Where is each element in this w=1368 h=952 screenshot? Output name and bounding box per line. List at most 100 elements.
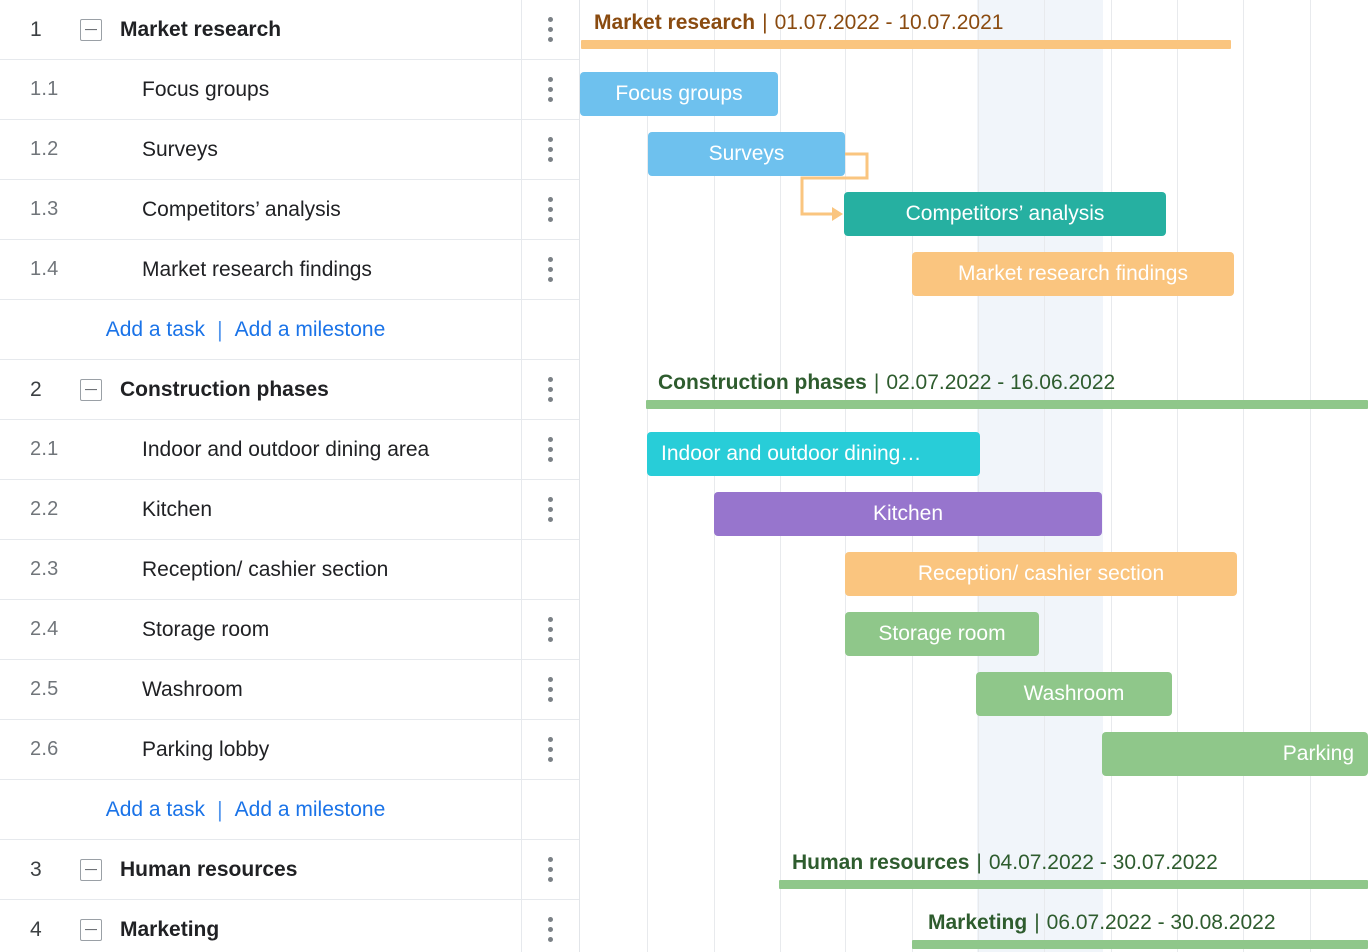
row-task-name: Market research findings xyxy=(142,257,372,281)
summary-lane: Market research|01.07.2022 - 10.07.2021 xyxy=(580,0,1368,60)
row-menu-button[interactable] xyxy=(521,120,579,179)
collapse-minus-icon[interactable] xyxy=(80,858,102,881)
summary-caption: Market research|01.07.2022 - 10.07.2021 xyxy=(594,12,1003,33)
add-task-link[interactable]: Add a task xyxy=(105,797,205,821)
add-links-separator: | xyxy=(216,316,223,342)
collapse-toggle-cell[interactable] xyxy=(80,858,120,881)
task-bar[interactable]: Focus groups xyxy=(580,72,778,116)
more-vertical-icon[interactable] xyxy=(548,857,553,882)
row-menu-button[interactable] xyxy=(521,900,579,952)
collapse-toggle-cell[interactable] xyxy=(80,18,120,41)
row-menu-button[interactable] xyxy=(521,180,579,239)
row-wbs-number: 2 xyxy=(30,377,42,401)
task-bar[interactable]: Kitchen xyxy=(714,492,1102,536)
task-bar[interactable]: Indoor and outdoor dining… xyxy=(647,432,980,476)
more-vertical-icon[interactable] xyxy=(548,77,553,102)
row-menu-button[interactable] xyxy=(521,240,579,299)
task-bar-label: Competitors’ analysis xyxy=(905,202,1105,225)
row-menu-button[interactable] xyxy=(521,360,579,419)
row-task-name: Focus groups xyxy=(142,77,270,101)
task-bar-label: Kitchen xyxy=(872,502,944,525)
task-bar-label: Focus groups xyxy=(615,82,743,105)
task-bar[interactable]: Reception/ cashier section xyxy=(845,552,1237,596)
summary-bar[interactable] xyxy=(581,40,1231,49)
more-vertical-icon[interactable] xyxy=(548,377,553,402)
more-vertical-icon[interactable] xyxy=(548,737,553,762)
task-lane: Parking xyxy=(580,720,1368,780)
summary-separator: | xyxy=(1034,911,1040,934)
row-menu-button[interactable] xyxy=(521,0,579,59)
task-bar[interactable]: Storage room xyxy=(845,612,1039,656)
task-lane: Kitchen xyxy=(580,480,1368,540)
row-task-name: Surveys xyxy=(142,137,218,161)
row-wbs-number: 1.1 xyxy=(30,78,59,100)
more-vertical-icon[interactable] xyxy=(548,137,553,162)
timeline-gridline-0 xyxy=(647,0,648,952)
row-wbs-number: 2.1 xyxy=(30,438,59,460)
more-vertical-icon[interactable] xyxy=(548,197,553,222)
task-bar[interactable]: Market research findings xyxy=(912,252,1234,296)
summary-separator: | xyxy=(762,11,768,34)
task-bar[interactable]: Surveys xyxy=(648,132,845,176)
task-lane: Competitors’ analysis xyxy=(580,180,1368,240)
add-milestone-link[interactable]: Add a milestone xyxy=(234,317,386,341)
task-lane: Reception/ cashier section xyxy=(580,540,1368,600)
row-task-name: Reception/ cashier section xyxy=(142,557,389,581)
more-vertical-icon[interactable] xyxy=(548,257,553,282)
more-vertical-icon[interactable] xyxy=(548,677,553,702)
task-bar[interactable]: Competitors’ analysis xyxy=(844,192,1166,236)
add-row[interactable]: Add a task | Add a milestone xyxy=(0,300,579,360)
collapse-minus-icon[interactable] xyxy=(80,378,102,401)
collapse-minus-icon[interactable] xyxy=(80,918,102,941)
row-wbs-number: 2.6 xyxy=(30,738,59,760)
add-milestone-link[interactable]: Add a milestone xyxy=(234,797,386,821)
summary-lane: Human resources|04.07.2022 - 30.07.2022 xyxy=(580,840,1368,900)
task-lane: Washroom xyxy=(580,660,1368,720)
summary-bar[interactable] xyxy=(912,940,1368,949)
add-row[interactable]: Add a task|Add a milestone xyxy=(0,780,579,840)
table-row[interactable]: 1.1 Focus groups xyxy=(0,60,579,120)
row-menu-button[interactable] xyxy=(521,600,579,659)
more-vertical-icon[interactable] xyxy=(548,437,553,462)
task-bar-label: Indoor and outdoor dining… xyxy=(661,442,922,465)
more-vertical-icon[interactable] xyxy=(548,17,553,42)
more-vertical-icon[interactable] xyxy=(548,917,553,942)
row-menu-button[interactable] xyxy=(521,420,579,479)
row-menu-button[interactable] xyxy=(521,660,579,719)
summary-title: Marketing xyxy=(928,911,1028,934)
task-bar[interactable]: Washroom xyxy=(976,672,1172,716)
row-task-name: Marketing xyxy=(120,917,220,941)
collapse-toggle-cell[interactable] xyxy=(80,918,120,941)
summary-bar[interactable] xyxy=(646,400,1368,409)
more-vertical-icon[interactable] xyxy=(548,617,553,642)
row-menu-button[interactable] xyxy=(521,60,579,119)
row-menu-button[interactable] xyxy=(521,480,579,539)
summary-bar[interactable] xyxy=(779,880,1368,889)
task-bar-label: Market research findings xyxy=(958,262,1188,285)
collapse-toggle-cell[interactable] xyxy=(80,378,120,401)
collapse-minus-icon[interactable] xyxy=(80,18,102,41)
more-vertical-icon[interactable] xyxy=(548,497,553,522)
task-bar[interactable]: Parking xyxy=(1102,732,1368,776)
add-task-link[interactable]: Add a task xyxy=(105,317,205,341)
timeline-gridline-10 xyxy=(1310,0,1311,952)
row-menu-button[interactable] xyxy=(521,840,579,899)
task-lane: Market research findings xyxy=(580,240,1368,300)
add-row-links: Add a task | Add a milestone xyxy=(0,317,521,343)
row-menu-button[interactable] xyxy=(521,720,579,779)
row-task-name: Competitors’ analysis xyxy=(142,197,341,221)
